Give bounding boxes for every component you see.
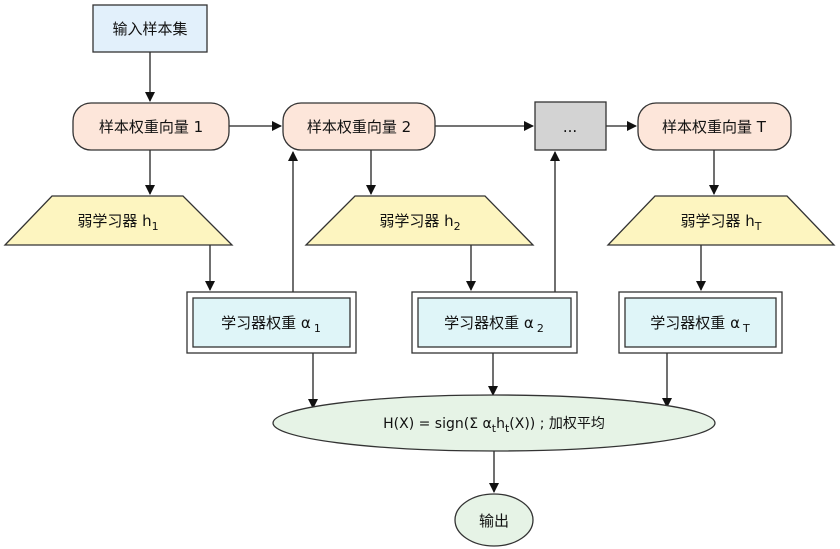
weak-learner-1-shape — [3, 195, 234, 246]
weight-vector-1[interactable]: 样本权重向量 1 — [72, 102, 230, 151]
ellipsis-label: ... — [563, 118, 577, 136]
weak-learner-2-subscript: 2 — [454, 220, 461, 233]
weak-learner-t[interactable]: 弱学习器 hT — [606, 195, 836, 246]
weak-learner-t-label: 弱学习器 hT — [680, 212, 761, 233]
weak-learner-t-text: 弱学习器 h — [680, 212, 754, 230]
combine-node[interactable]: H(X) = sign(Σ αtht(X)) ; 加权平均 — [272, 394, 716, 452]
input-box — [92, 4, 208, 53]
learner-weight-t-text: 学习器权重 α — [650, 314, 740, 332]
ellipsis-node[interactable]: ... — [534, 101, 607, 151]
learner-weight-2-subscript: 2 — [537, 322, 544, 335]
learner-weight-2-text: 学习器权重 α — [444, 314, 534, 332]
weak-learner-2[interactable]: 弱学习器 h2 — [304, 195, 535, 246]
weight-vector-2[interactable]: 样本权重向量 2 — [282, 102, 436, 151]
weight-vector-t-label: 样本权重向量 T — [662, 118, 767, 136]
input-label: 输入样本集 — [112, 20, 187, 38]
weight-vector-t[interactable]: 样本权重向量 T — [637, 102, 792, 151]
learner-weight-1-subscript: 1 — [314, 322, 321, 335]
learner-weight-1-text: 学习器权重 α — [221, 314, 311, 332]
output-ellipse — [454, 493, 534, 547]
weight-vector-2-box — [282, 102, 436, 151]
combine-ellipse — [272, 394, 716, 452]
weak-learner-1-text: 弱学习器 h — [77, 212, 151, 230]
weight-vector-1-box — [72, 102, 230, 151]
weak-learner-2-label: 弱学习器 h2 — [379, 212, 460, 233]
weight-vector-t-box — [637, 102, 792, 151]
learner-weight-t-inner — [624, 297, 777, 348]
weak-learner-t-subscript: T — [754, 220, 762, 233]
ellipsis-box — [534, 101, 607, 151]
weak-learner-2-shape — [304, 195, 535, 246]
weak-learner-1-subscript: 1 — [152, 220, 159, 233]
learner-weight-1-inner — [192, 297, 351, 348]
learner-weight-2-inner — [417, 297, 572, 348]
combine-mid: h — [496, 416, 505, 432]
combine-formula: H(X) = sign(Σ αtht(X)) ; 加权平均 — [383, 416, 605, 435]
combine-prefix: H(X) = sign(Σ α — [383, 416, 492, 432]
combine-suffix: (X)) ; 加权平均 — [509, 416, 605, 432]
weak-learner-1-label: 弱学习器 h1 — [77, 212, 158, 233]
learner-weight-t-subscript: T — [742, 322, 750, 335]
weight-vector-1-label: 样本权重向量 1 — [99, 118, 203, 136]
output-node[interactable]: 输出 — [454, 493, 534, 547]
weight-vector-2-label: 样本权重向量 2 — [307, 118, 411, 136]
combine-sub-alpha: t — [492, 422, 497, 435]
input-node[interactable]: 输入样本集 — [92, 4, 208, 53]
output-label: 输出 — [479, 512, 509, 530]
edges — [145, 52, 719, 493]
weak-learner-t-shape — [606, 195, 836, 246]
weak-learner-1[interactable]: 弱学习器 h1 — [3, 195, 234, 246]
combine-sub-h: t — [505, 422, 510, 435]
weak-learner-2-text: 弱学习器 h — [379, 212, 453, 230]
